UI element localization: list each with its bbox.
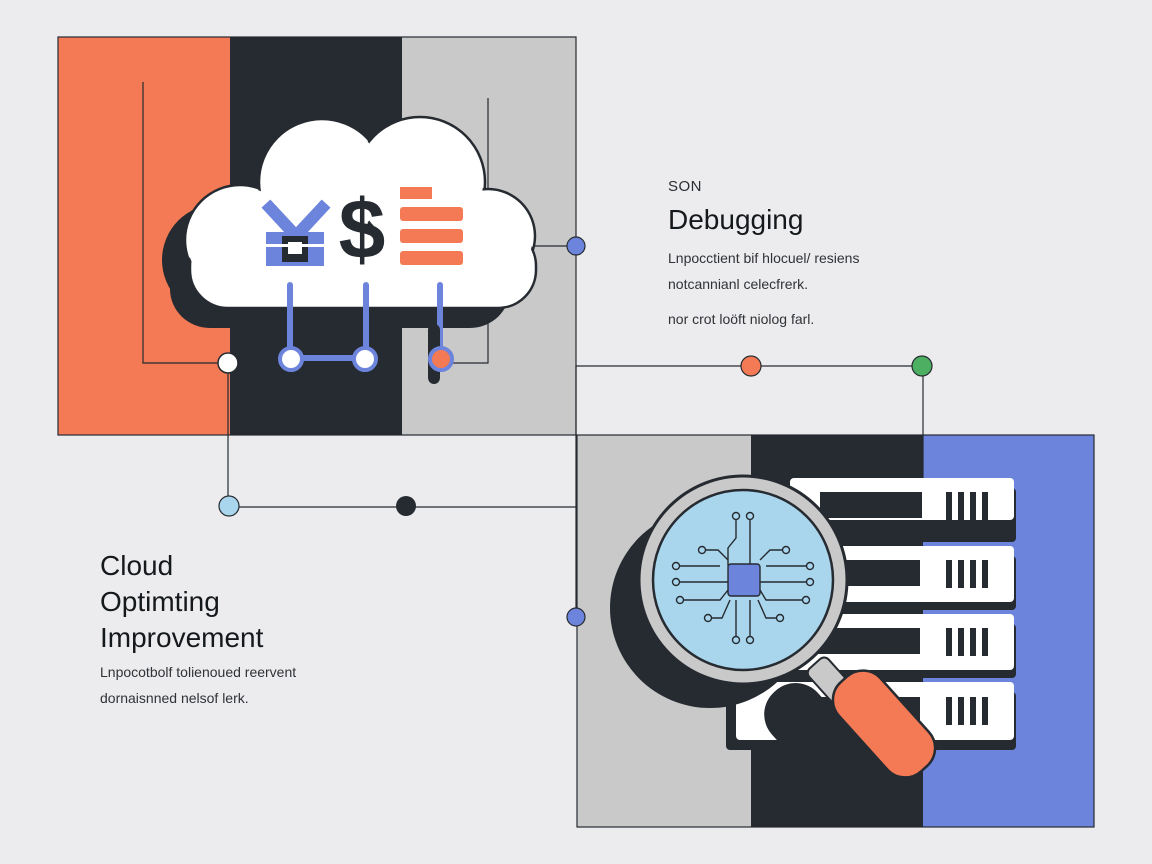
- heading-line-2: Optimting: [100, 586, 220, 617]
- cloud-description-line-2: dornaisnned nelsof lerk.: [100, 690, 249, 706]
- document-list-icon: [400, 187, 463, 265]
- pipe-node-middle: [352, 346, 378, 372]
- heading-line-3: Improvement: [100, 622, 264, 653]
- dot-orange: [740, 355, 762, 377]
- bottom-panels-outline: [576, 434, 1095, 828]
- dot-white: [217, 352, 239, 374]
- section-eyebrow: SON: [668, 178, 703, 195]
- circuit-chip-icon: [671, 511, 815, 645]
- top-panels-outline: [57, 36, 577, 436]
- dot-lightblue: [218, 495, 240, 517]
- cloud-description-line-1: Lnpocotbolf tolienoued reervent: [100, 664, 297, 680]
- dot-blue-top: [566, 236, 586, 256]
- heading-line-1: Cloud: [100, 550, 174, 581]
- debugging-heading: Debugging: [668, 204, 804, 235]
- pipe-node-right: [428, 346, 454, 372]
- dollar-sign-icon: $: [339, 182, 386, 276]
- network-node-icon: [261, 199, 331, 266]
- cloud-optimizing-heading: Cloud Optimting Improvement: [100, 548, 263, 656]
- debugging-description-line-2: notcannianl celecfrerk.: [668, 276, 809, 292]
- dot-dark: [396, 496, 416, 516]
- dot-green: [911, 355, 933, 377]
- pipe-node-left: [278, 346, 304, 372]
- dot-blue-bottom: [566, 607, 586, 627]
- debugging-description-line-3: nor crot loöft niolog farl.: [668, 311, 815, 327]
- debugging-description-line-1: Lnpocctient bif hlocuel/ resiens: [668, 250, 860, 266]
